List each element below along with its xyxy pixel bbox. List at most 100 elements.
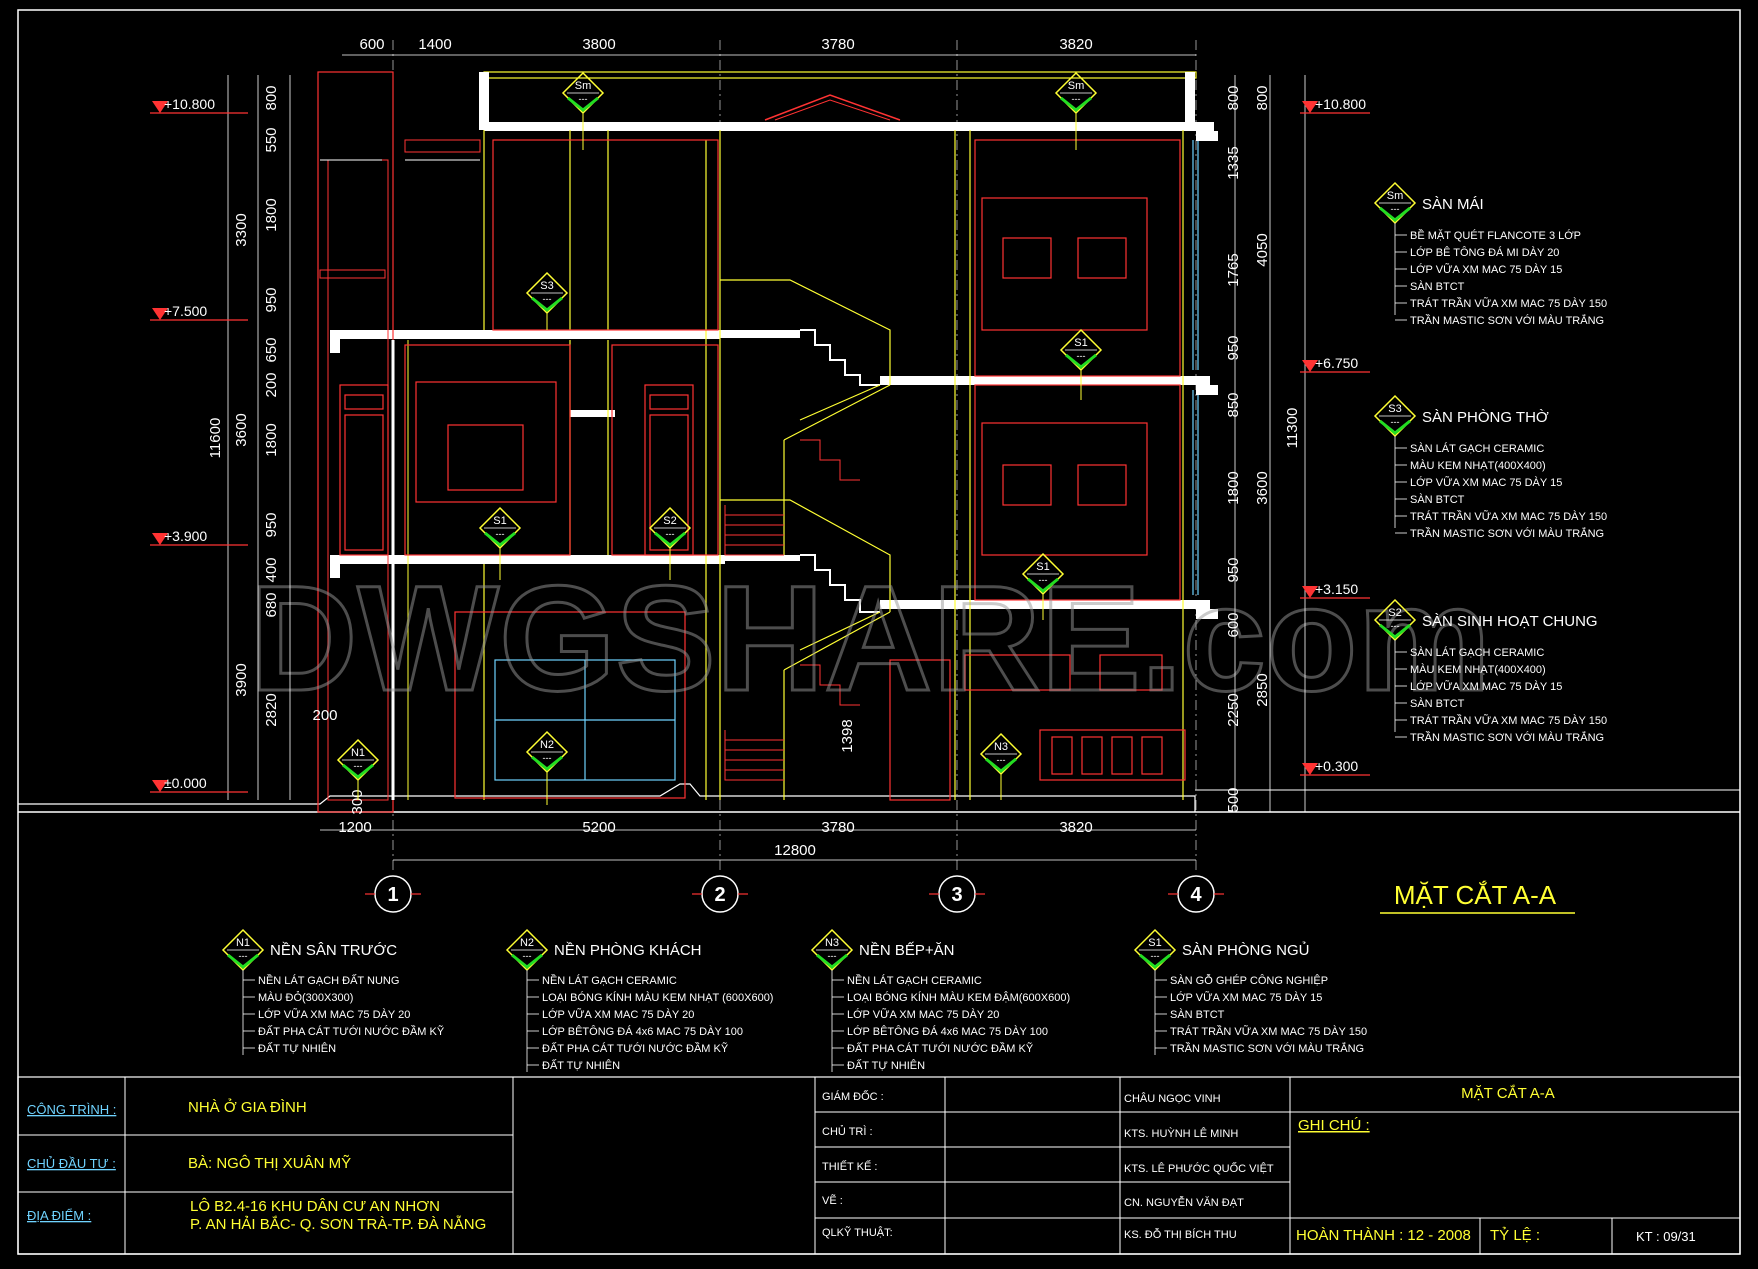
legend-line: LỚP BÊTÔNG ĐÁ 4x6 MAC 75 DÀY 100 bbox=[542, 1025, 743, 1038]
level-marker-left: +3.900 bbox=[150, 528, 248, 546]
ty-le: TỶ LỆ : bbox=[1490, 1227, 1540, 1244]
legend-title: NỀN SÂN TRƯỚC bbox=[270, 942, 397, 959]
tag-dash: --- bbox=[496, 529, 505, 539]
tag-dash: --- bbox=[828, 951, 837, 961]
tag-dash: --- bbox=[1391, 417, 1400, 427]
tag-code: N2 bbox=[540, 739, 554, 751]
title-block: CÔNG TRÌNH : NHÀ Ở GIA ĐÌNH CHỦ ĐẦU TƯ :… bbox=[17, 1076, 1741, 1255]
legend-line: TRẦN MASTIC SƠN VỚI MÀU TRẮNG bbox=[1410, 731, 1604, 744]
legend-line: ĐẤT PHA CÁT TƯỚI NƯỚC ĐẦM KỸ bbox=[542, 1042, 729, 1055]
dim-left-outer: 3900 bbox=[233, 663, 250, 696]
dim-left-inner: 200 bbox=[263, 372, 280, 397]
level-label: +3.900 bbox=[164, 528, 207, 544]
dim-right-inner: 600 bbox=[1225, 612, 1242, 637]
level-label: +0.300 bbox=[1315, 758, 1358, 774]
legend-line: LỚP VỮA XM MAC 75 DÀY 20 bbox=[542, 1008, 694, 1021]
floor-tag: N3--- bbox=[979, 732, 1023, 776]
role-label: THIẾT KẾ : bbox=[822, 1160, 877, 1173]
legend-line: TRÁT TRẦN VỮA XM MAC 75 DÀY 150 bbox=[1410, 714, 1607, 727]
dim-right-inner: 800 bbox=[1225, 85, 1242, 110]
dim-right-outer: 800 bbox=[1254, 85, 1271, 110]
cong-trinh-value: NHÀ Ở GIA ĐÌNH bbox=[188, 1098, 307, 1116]
dim-top: 1400 bbox=[418, 36, 451, 53]
legend-right: Sm --- SÀN MÁI BỀ MẶT QUÉT FLANCOTE 3 LỚP LỚ… bbox=[1373, 181, 1607, 744]
tag-dash: --- bbox=[1151, 951, 1160, 961]
level-label: +7.500 bbox=[164, 303, 207, 319]
tag-dash: --- bbox=[1391, 204, 1400, 214]
tag-dash: --- bbox=[1039, 575, 1048, 585]
role-label: VẼ : bbox=[822, 1194, 843, 1207]
floor-tag: S1 --- bbox=[1133, 928, 1177, 972]
legend-line: SÀN LÁT GẠCH CERAMIC bbox=[1410, 442, 1544, 455]
legend-line: SÀN BTCT bbox=[1410, 493, 1465, 506]
dim-top: 600 bbox=[359, 36, 384, 53]
dim-bottom: 3820 bbox=[1059, 819, 1092, 836]
dim-misc: 1398 bbox=[839, 719, 856, 752]
legend-line: ĐẤT PHA CÁT TƯỚI NƯỚC ĐẦM KỸ bbox=[258, 1025, 445, 1038]
legend-line: LỚP VỮA XM MAC 75 DÀY 15 bbox=[1170, 991, 1322, 1004]
legend-title: SÀN MÁI bbox=[1422, 196, 1484, 213]
tag-code: N1 bbox=[351, 747, 365, 759]
legend-line: MÀU KEM NHẠT(400X400) bbox=[1410, 459, 1546, 472]
axis-bubble: 3 bbox=[929, 875, 985, 913]
floor-tag: Sm--- bbox=[561, 71, 605, 115]
dim-left-total: 11600 bbox=[207, 418, 224, 459]
grid-axes: 1 2 3 4 bbox=[365, 875, 1224, 913]
tag-code: S1 bbox=[1148, 937, 1161, 949]
dim-left-outer: 3600 bbox=[233, 413, 250, 446]
legend-line: NỀN LÁT GẠCH CERAMIC bbox=[542, 974, 677, 987]
dim-right-inner: 1335 bbox=[1225, 146, 1242, 179]
legend-line: LỚP BÊ TÔNG ĐÁ MI DÀY 20 bbox=[1410, 246, 1559, 259]
dim-left-inner: 550 bbox=[263, 127, 280, 152]
dia-diem-label: ĐỊA ĐIỂM : bbox=[27, 1208, 91, 1223]
legend-item-right: Sm --- SÀN MÁI BỀ MẶT QUÉT FLANCOTE 3 LỚP LỚ… bbox=[1373, 181, 1607, 327]
level-label: +6.750 bbox=[1315, 355, 1358, 371]
legend-line: BỀ MẶT QUÉT FLANCOTE 3 LỚP bbox=[1410, 229, 1581, 242]
legend-line: SÀN BTCT bbox=[1410, 697, 1465, 710]
dim-right-outer: 3600 bbox=[1254, 471, 1271, 504]
legend-line: TRẦN MASTIC SƠN VỚI MÀU TRẮNG bbox=[1170, 1042, 1364, 1055]
axis-label: 1 bbox=[387, 884, 398, 906]
floor-tag: N3--- bbox=[810, 928, 854, 972]
level-marker-right: +10.800 bbox=[1300, 96, 1370, 114]
dim-total: 12800 bbox=[774, 842, 816, 859]
legend-line: TRÁT TRẦN VỮA XM MAC 75 DÀY 150 bbox=[1410, 297, 1607, 310]
tag-dash: --- bbox=[523, 951, 532, 961]
dim-misc: 200 bbox=[312, 707, 337, 724]
floor-tag: S3--- bbox=[525, 271, 569, 315]
floor-tag: S2--- bbox=[648, 506, 692, 550]
tag-code: N2 bbox=[520, 937, 534, 949]
axis-bubble: 2 bbox=[692, 875, 748, 913]
legend-line: ĐẤT TỰ NHIÊN bbox=[542, 1059, 620, 1072]
tag-code: Sm bbox=[1387, 190, 1404, 202]
tag-dash: --- bbox=[579, 94, 588, 104]
floor-tag: N2 --- bbox=[505, 928, 549, 972]
legend-line: NỀN LÁT GẠCH ĐẤT NUNG bbox=[258, 974, 399, 987]
legend-line: LỚP VỮA XM MAC 75 DÀY 15 bbox=[1410, 680, 1562, 693]
person-name: KTS. LÊ PHƯỚC QUỐC VIỆT bbox=[1124, 1161, 1274, 1175]
axis-label: 4 bbox=[1190, 884, 1202, 906]
legend-line: NỀN LÁT GẠCH CERAMIC bbox=[847, 974, 982, 987]
dim-left-inner: 1800 bbox=[263, 423, 280, 456]
dimension-lines bbox=[227, 54, 1306, 861]
legend-line: TRẦN MASTIC SƠN VỚI MÀU TRẮNG bbox=[1410, 314, 1604, 327]
level-label: +10.800 bbox=[1315, 96, 1366, 112]
dim-right-outer: 4050 bbox=[1254, 233, 1271, 266]
legend-line: SÀN BTCT bbox=[1170, 1008, 1225, 1021]
floor-tag: S1--- bbox=[478, 506, 522, 550]
building-section bbox=[18, 40, 1740, 870]
sheet-title: MẶT CẮT A-A bbox=[1461, 1084, 1555, 1102]
dim-left-inner: 1800 bbox=[263, 198, 280, 231]
tag-code: S2 bbox=[1388, 607, 1401, 619]
person-name: KTS. HUỲNH LÊ MINH bbox=[1124, 1127, 1238, 1140]
dim-right-inner: 850 bbox=[1225, 392, 1242, 417]
watermark: DWGSHARE.com bbox=[249, 554, 1491, 722]
axis-label: 3 bbox=[951, 884, 962, 906]
legend-line: LỚP VỮA XM MAC 75 DÀY 15 bbox=[1410, 476, 1562, 489]
axis-bubble: 4 bbox=[1168, 875, 1224, 913]
tag-code: S1 bbox=[1074, 337, 1087, 349]
dim-top: 3780 bbox=[821, 36, 854, 53]
